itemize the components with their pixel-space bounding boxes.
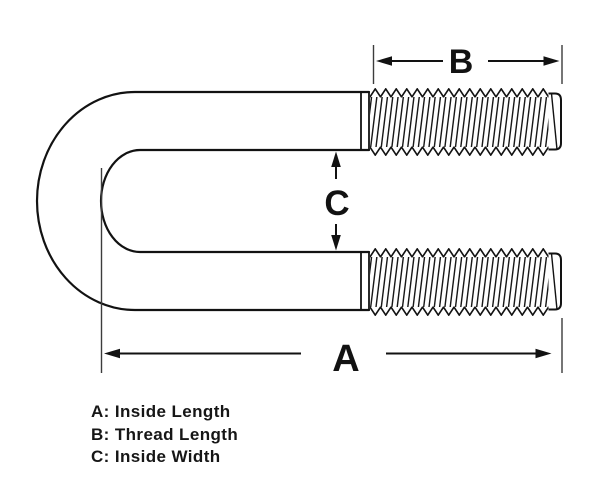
dim-b-arrow-left [376, 56, 392, 66]
thread-runout-collars [360, 91, 370, 311]
dim-a-arrow-left [104, 348, 120, 359]
ubolt-outer-contour [35, 90, 371, 312]
dimension-c: C [324, 151, 350, 251]
top-arm-threads [370, 88, 562, 156]
dimension-b: B [372, 43, 563, 84]
dim-label-c: C [324, 184, 349, 223]
legend-item-c: C: Inside Width [91, 447, 221, 466]
legend-item-a: A: Inside Length [91, 402, 231, 421]
dim-c-arrow-down [331, 235, 341, 251]
dimension-legend: A: Inside Length B: Thread Length C: Ins… [91, 401, 238, 469]
dim-c-arrow-up [331, 151, 341, 167]
bottom-arm-threads [370, 248, 562, 316]
dim-a-extension-lines [100, 168, 563, 373]
dimension-a: A [100, 168, 563, 380]
dim-label-b: B [449, 43, 474, 81]
dim-b-arrow-right [543, 56, 560, 66]
dim-a-arrow-right [535, 348, 552, 359]
legend-item-b: B: Thread Length [91, 424, 239, 444]
ubolt-body-outline [35, 90, 371, 312]
dim-b-extension-lines [372, 45, 563, 84]
dim-label-a: A [332, 338, 359, 380]
